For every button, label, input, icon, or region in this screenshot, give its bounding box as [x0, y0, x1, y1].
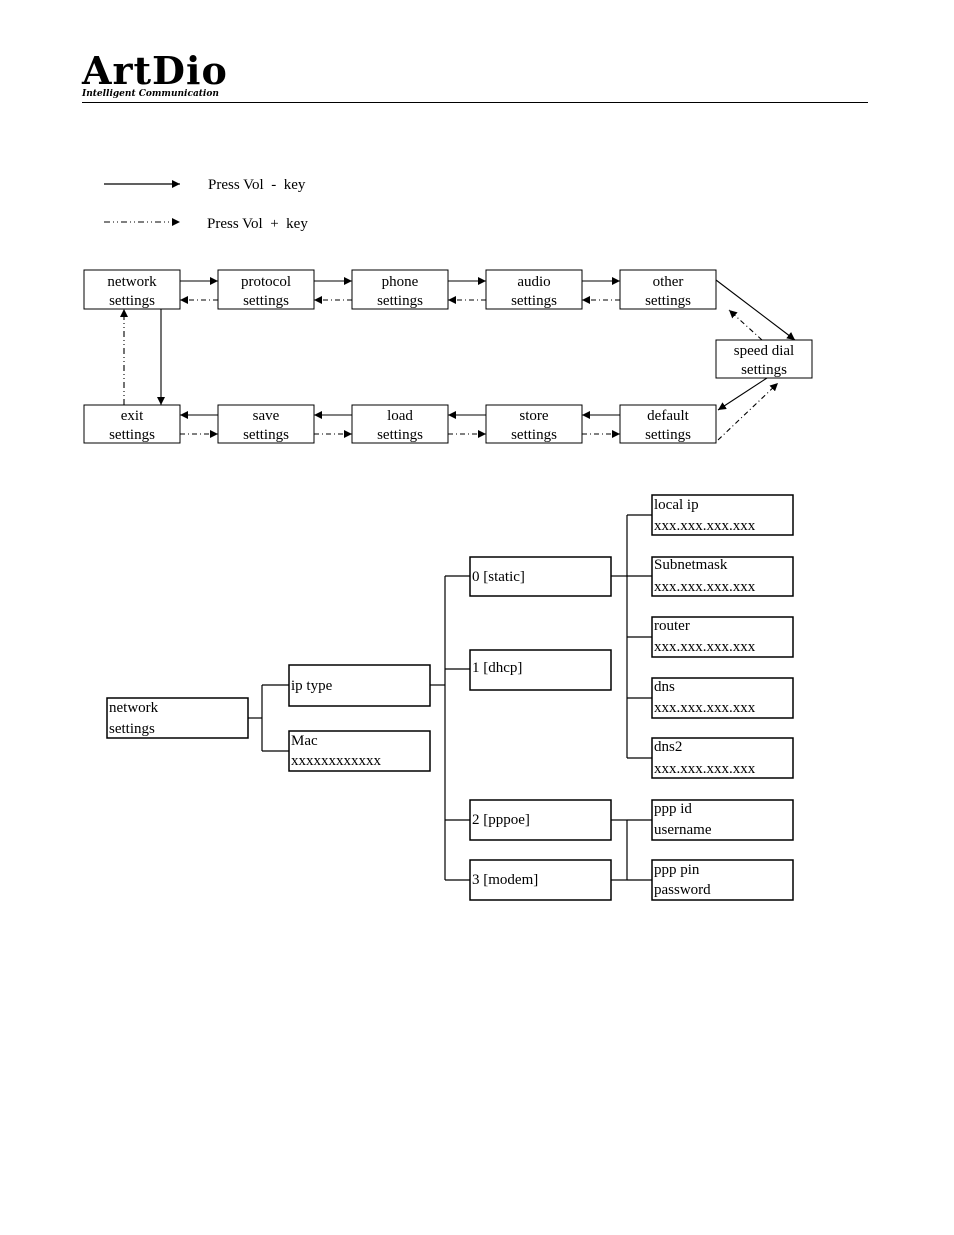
tree-node-label-line2: xxxxxxxxxxxx — [291, 753, 382, 769]
tree-connectors — [248, 514, 652, 881]
legend-dashed-label: Press Vol + key — [207, 216, 308, 232]
tree-node-pppoe: 2 [pppoe] — [469, 799, 612, 841]
tree-node-label-line1: dns2 — [654, 739, 682, 755]
node-label-line1: default — [647, 408, 689, 424]
tree-node-label-line1: Subnetmask — [654, 557, 728, 573]
node-label-line1: save — [253, 408, 280, 424]
node-label-line2: settings — [377, 293, 423, 309]
node-default-settings: default settings — [619, 404, 717, 444]
node-other-settings: other settings — [619, 269, 717, 310]
tree-node-label: 2 [pppoe] — [472, 812, 530, 828]
node-label-line1: phone — [382, 274, 419, 290]
tree-node-ppp-id: ppp id username — [651, 799, 794, 841]
node-label-line1: exit — [121, 408, 144, 424]
vertical-arrows — [120, 309, 165, 405]
node-speed-dial-settings: speed dial settings — [715, 339, 813, 379]
node-phone-settings: phone settings — [351, 269, 449, 310]
tree-node-label-line1: local ip — [654, 497, 699, 513]
node-label-line2: settings — [109, 427, 155, 443]
tree-node-dns2: dns2 xxx.xxx.xxx.xxx — [651, 737, 794, 779]
node-label-line2: settings — [645, 427, 691, 443]
node-load-settings: load settings — [351, 404, 449, 444]
tree-node-label-line2: xxx.xxx.xxx.xxx — [654, 761, 756, 777]
tree-node-label-line1: dns — [654, 679, 675, 695]
node-label-line2: settings — [741, 362, 787, 378]
node-label-line1: protocol — [241, 274, 291, 290]
tree-node-label-line2: xxx.xxx.xxx.xxx — [654, 639, 756, 655]
artdio-logo: ArtDio Intelligent Communication — [82, 48, 228, 100]
node-protocol-settings: protocol settings — [217, 269, 315, 310]
arrow-dashed — [728, 309, 763, 341]
tree-node-modem: 3 [modem] — [469, 859, 612, 901]
node-label-line2: settings — [243, 427, 289, 443]
node-audio-settings: audio settings — [485, 269, 583, 310]
node-label-line2: settings — [377, 427, 423, 443]
node-label-line2: settings — [511, 427, 557, 443]
arrow-dashed — [717, 382, 779, 441]
tree-node-label-line2: username — [654, 822, 712, 838]
bottom-row-arrows — [180, 411, 620, 438]
tree-node-label: 1 [dhcp] — [472, 660, 522, 676]
node-label-line1: load — [387, 408, 413, 424]
node-label-line2: settings — [243, 293, 289, 309]
tree-node-network-settings: network settings — [106, 697, 249, 739]
node-label-line1: other — [653, 274, 684, 290]
node-label-line2: settings — [109, 293, 155, 309]
node-label-line2: settings — [645, 293, 691, 309]
network-tree: network settings ip type Mac xxxxxxxxxxx… — [106, 494, 794, 901]
speed-dial-arrows — [715, 279, 796, 441]
node-label-line1: store — [519, 408, 549, 424]
node-store-settings: store settings — [485, 404, 583, 444]
legend: Press Vol - key Press Vol + key — [104, 177, 308, 232]
tree-node-label-line1: Mac — [291, 733, 318, 749]
node-exit-settings: exit settings — [83, 404, 181, 444]
node-save-settings: save settings — [217, 404, 315, 444]
tree-node-label: 3 [modem] — [472, 872, 538, 888]
logo-wordmark: ArtDio — [82, 48, 228, 93]
node-label-line2: settings — [511, 293, 557, 309]
tree-node-mac: Mac xxxxxxxxxxxx — [288, 730, 431, 772]
header-divider — [82, 102, 868, 103]
node-label-line1: network — [107, 274, 157, 290]
logo-tagline: Intelligent Communication — [82, 89, 219, 99]
arrow-solid — [717, 377, 768, 411]
tree-node-static: 0 [static] — [469, 556, 612, 597]
node-network-settings: network settings — [83, 269, 181, 310]
tree-node-dns: dns xxx.xxx.xxx.xxx — [651, 677, 794, 719]
tree-node-label-line1: ppp pin — [654, 862, 700, 878]
tree-node-label-line1: router — [654, 618, 690, 634]
tree-node-label: 0 [static] — [472, 569, 525, 585]
node-label-line1: audio — [517, 274, 550, 290]
tree-node-subnetmask: Subnetmask xxx.xxx.xxx.xxx — [651, 556, 794, 597]
tree-node-ppp-pin: ppp pin password — [651, 859, 794, 901]
tree-node-dhcp: 1 [dhcp] — [469, 649, 612, 691]
tree-node-local-ip: local ip xxx.xxx.xxx.xxx — [651, 494, 794, 536]
arrow-solid — [715, 279, 796, 341]
tree-node-ip-type: ip type — [288, 664, 431, 707]
tree-node-label-line1: ip type — [291, 678, 333, 694]
tree-node-label-line2: xxx.xxx.xxx.xxx — [654, 700, 756, 716]
node-label-line1: speed dial — [734, 343, 794, 359]
tree-node-label-line2: settings — [109, 721, 155, 737]
menu-cycle: network settings protocol settings phone… — [83, 269, 813, 444]
top-row-arrows — [180, 277, 620, 304]
tree-node-label-line2: xxx.xxx.xxx.xxx — [654, 579, 756, 595]
tree-node-label-line1: ppp id — [654, 801, 692, 817]
tree-node-label-line2: xxx.xxx.xxx.xxx — [654, 518, 756, 534]
tree-node-label-line2: password — [654, 882, 711, 898]
legend-solid-label: Press Vol - key — [208, 177, 306, 193]
tree-node-label-line1: network — [109, 700, 159, 716]
tree-node-router: router xxx.xxx.xxx.xxx — [651, 616, 794, 658]
